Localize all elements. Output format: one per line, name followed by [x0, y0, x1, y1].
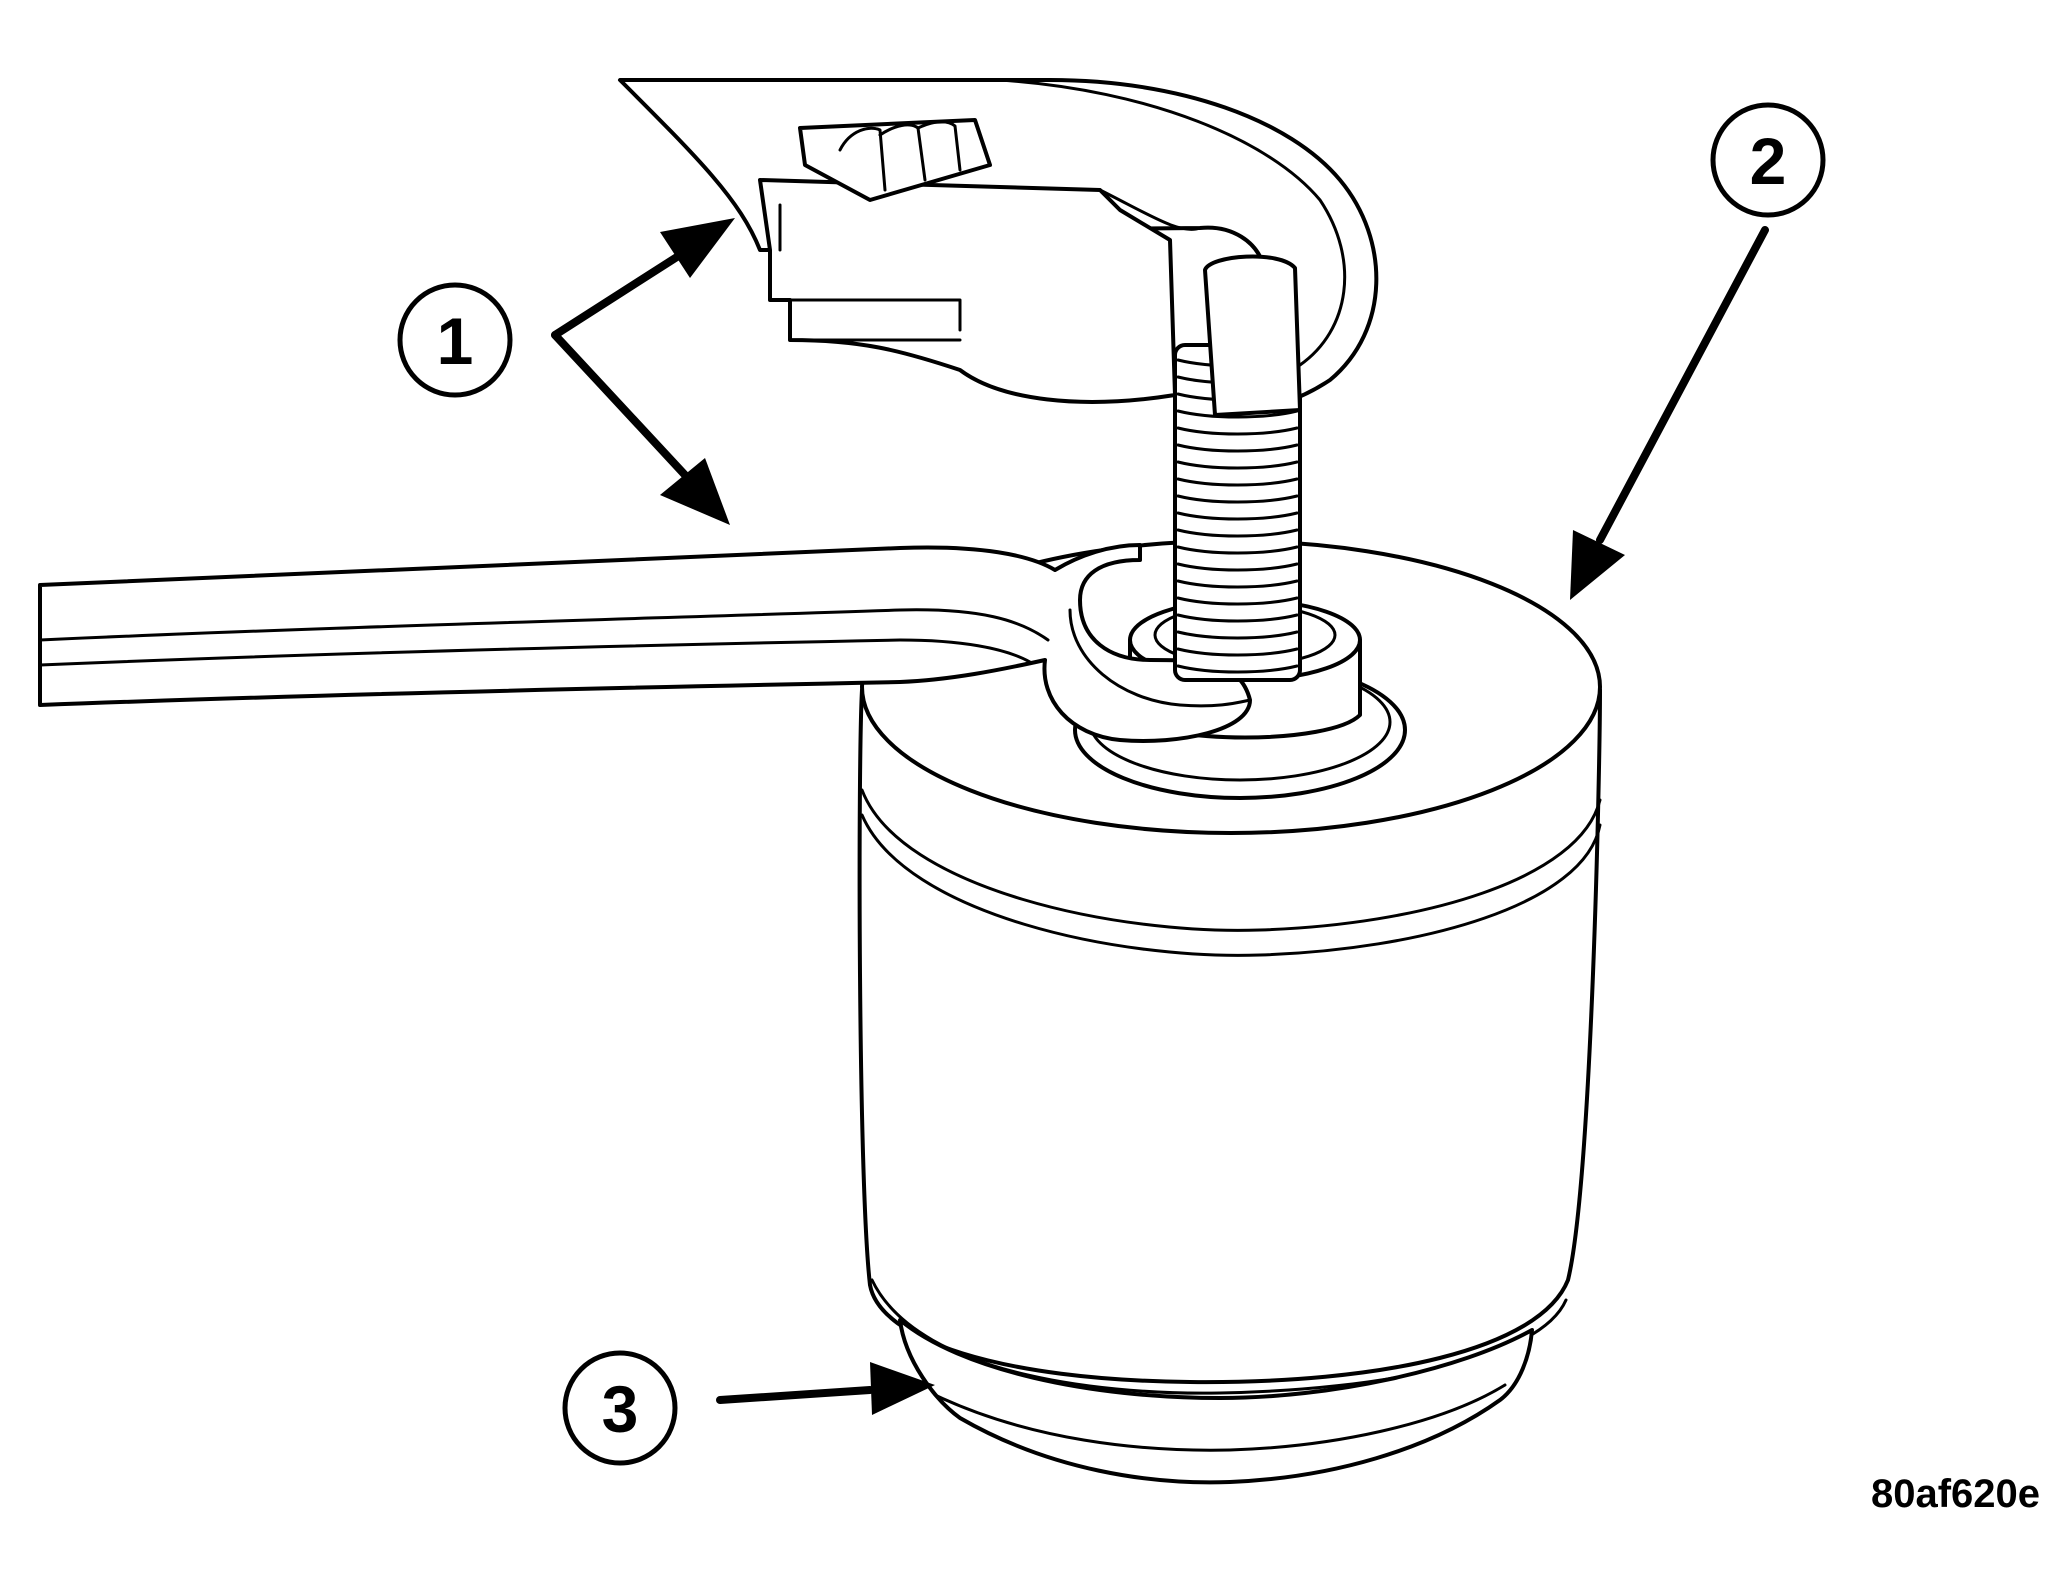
thread-line [1176, 511, 1299, 521]
thread-line [1176, 579, 1299, 589]
thread-line [1176, 647, 1299, 657]
callout-label: 2 [1750, 124, 1787, 198]
thread-line [1176, 545, 1299, 555]
thread-line [1176, 460, 1299, 470]
thread-line [1176, 477, 1299, 487]
thread-line [1176, 426, 1299, 436]
thread-line [1176, 562, 1299, 572]
callout-2: 2 [1710, 102, 1826, 218]
leader-arrows [551, 218, 1769, 1415]
callout-circle [1710, 102, 1826, 218]
thread-line [1176, 596, 1299, 606]
thread-line [1176, 494, 1299, 504]
adjustable-wrench [618, 78, 1379, 417]
thread-line [1176, 443, 1299, 453]
callout-3: 3 [562, 1350, 678, 1466]
thread-line [1176, 409, 1299, 419]
thread-line [1176, 613, 1299, 623]
box-wrench [38, 543, 1252, 743]
callout-circle [562, 1350, 678, 1466]
callout-label: 1 [437, 304, 474, 378]
callout-1: 1 [397, 282, 513, 398]
thread-line [1176, 528, 1299, 538]
figure-id: 80af620e [1871, 1472, 2040, 1516]
thread-line [1176, 630, 1299, 640]
thread-line [1176, 664, 1299, 674]
callout-circle [397, 282, 513, 398]
callout-label: 3 [602, 1372, 639, 1446]
